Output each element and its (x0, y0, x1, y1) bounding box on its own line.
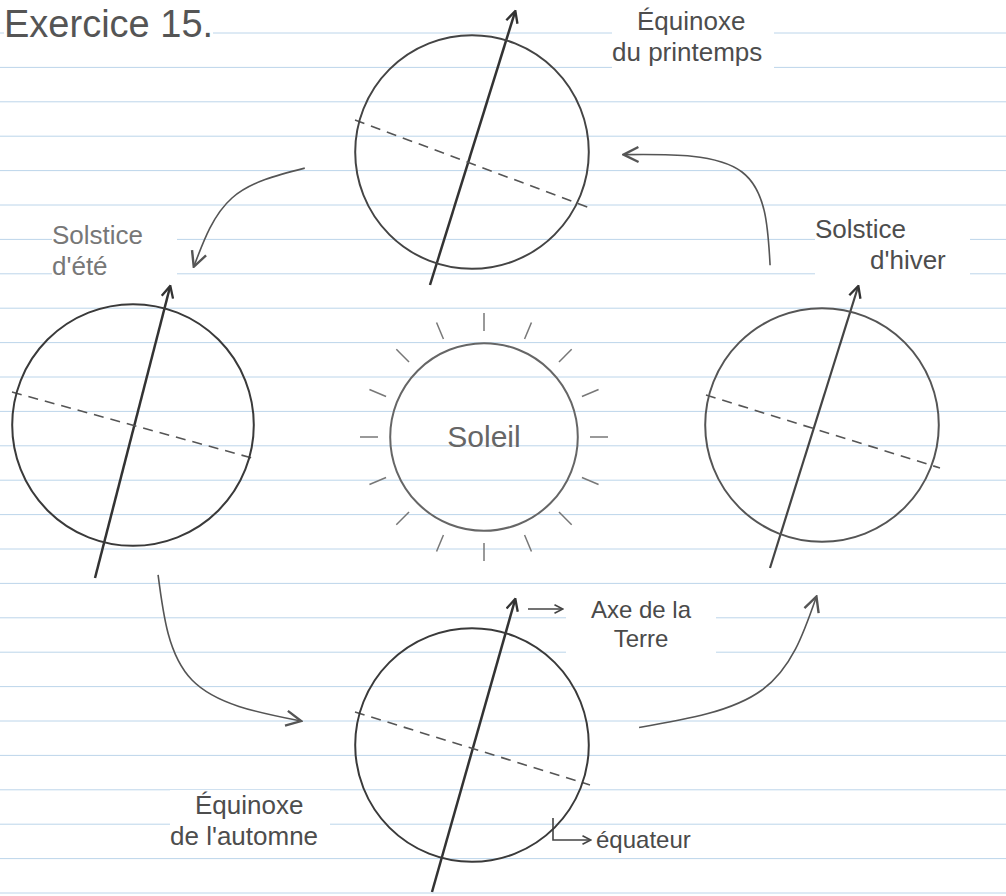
ruled-line (0, 617, 1006, 618)
equator-line (12, 392, 252, 458)
ruled-line (0, 308, 1006, 309)
orbit-arrow (158, 575, 300, 721)
earth-circle-outline (705, 308, 939, 542)
callout-label: équateur (596, 826, 726, 855)
sun-label: Soleil (447, 419, 520, 455)
sun-ray (582, 390, 599, 397)
node-outline (11, 303, 255, 547)
ruled-line (0, 549, 1006, 550)
ruled-line (0, 652, 1006, 653)
earth-axis (95, 287, 170, 578)
exercise-title: Exercice 15. (4, 2, 213, 48)
sun-ray (559, 349, 572, 362)
sun-ray (525, 322, 532, 339)
earth-circle: Solstice d'été (11, 303, 255, 547)
earth-axis (770, 287, 858, 568)
sun-ray (582, 478, 599, 485)
earth-circle-outline (355, 628, 589, 862)
earth-circle-outline (12, 304, 254, 546)
sun-ray (396, 512, 409, 525)
sun-ray (369, 390, 386, 397)
orbit-arrow (625, 154, 770, 265)
leader-arrow (553, 818, 590, 840)
ruled-line (0, 721, 1006, 722)
sun-ray (437, 322, 444, 339)
ruled-line (0, 101, 1006, 102)
orbit-arrow (194, 168, 304, 265)
ruled-line (0, 686, 1006, 687)
earth-circle: Équinoxe du printemps (354, 34, 590, 270)
ruled-line (0, 789, 1006, 790)
ruled-line (0, 205, 1006, 206)
earth-circle-outline (355, 35, 589, 269)
sun-ray (483, 543, 485, 561)
equator-line (355, 120, 590, 208)
earth-circle: Solstice d'hiver (704, 307, 940, 543)
ruled-line (0, 136, 1006, 137)
node-outline (354, 34, 590, 270)
ruled-line (0, 67, 1006, 68)
earth-axis (432, 600, 515, 892)
ruled-line (0, 342, 1006, 343)
sun-ray (437, 535, 444, 552)
ruled-line (0, 755, 1006, 756)
sun-ray (590, 436, 608, 438)
node-outline (704, 307, 940, 543)
sun-circle-outline (390, 343, 578, 531)
leader-arrow (528, 608, 562, 610)
node-outline (354, 627, 590, 863)
ruled-line (0, 170, 1006, 171)
sun-rays (360, 313, 608, 561)
ruled-line (0, 893, 1006, 894)
callout-label: Axe de la Terre (566, 596, 716, 654)
season-label: Équinoxe de l'automne (170, 790, 330, 852)
season-label: Équinoxe du printemps (612, 6, 774, 68)
ruled-line (0, 480, 1006, 481)
earth-circle: Équinoxe de l'automne (354, 627, 590, 863)
ruled-line (0, 514, 1006, 515)
ruled-line (0, 583, 1006, 584)
season-label: Solstice d'été (52, 220, 177, 282)
sun-circle: Soleil (389, 342, 579, 532)
season-label: Solstice d'hiver (815, 214, 970, 276)
sun-ray (360, 436, 378, 438)
equator-line (355, 712, 590, 785)
ruled-line (0, 411, 1006, 412)
sun-ray (559, 512, 572, 525)
ruled-line (0, 824, 1006, 825)
ruled-line (0, 377, 1006, 378)
equator-line (706, 395, 940, 468)
sun-ray (483, 313, 485, 331)
sun-ray (525, 535, 532, 552)
sun-ray (396, 349, 409, 362)
sun-ray (369, 478, 386, 485)
earth-axis (430, 12, 515, 285)
